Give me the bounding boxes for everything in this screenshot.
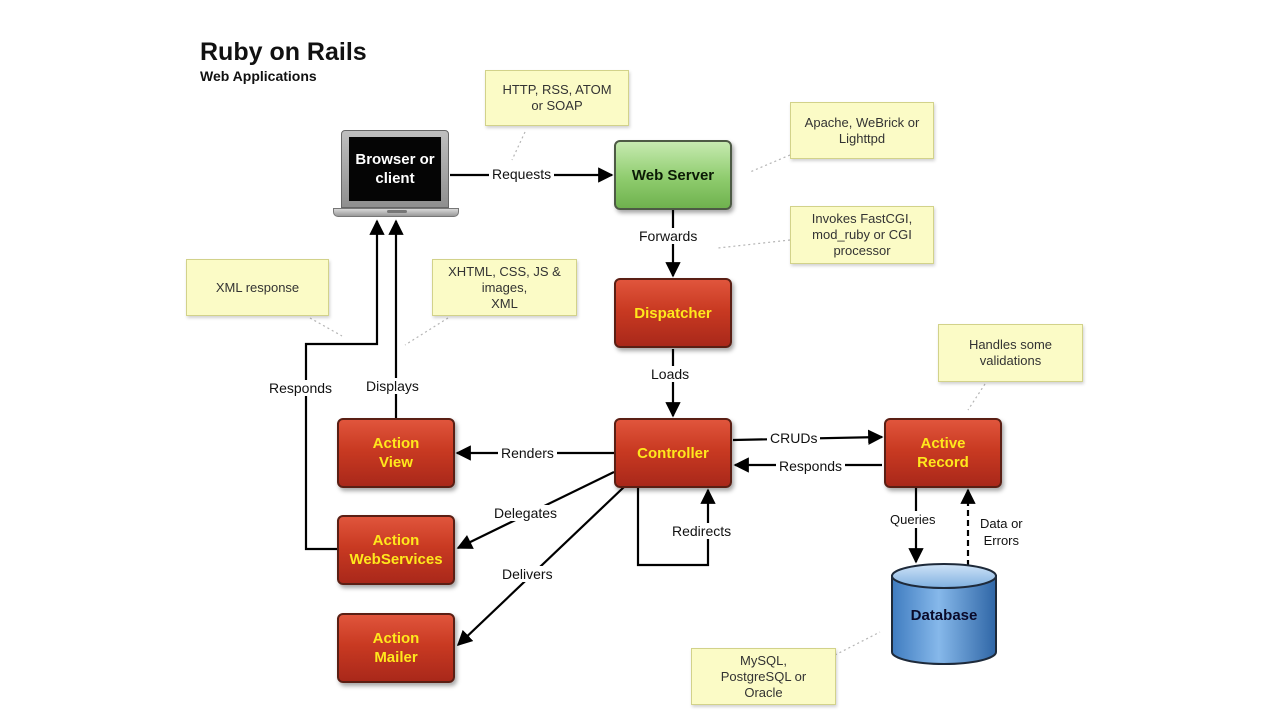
browser-laptop-icon: Browser or client — [333, 130, 459, 220]
diagram-subtitle: Web Applications — [200, 68, 317, 84]
edge-label-responds-ar: Responds — [776, 458, 846, 474]
active-record-node: Active Record — [884, 418, 1002, 488]
action-webservices-node: Action WebServices — [337, 515, 455, 585]
leader-servers — [749, 154, 791, 173]
edge-label-renders: Renders — [498, 445, 557, 461]
edge-label-delegates: Delegates — [491, 505, 561, 521]
edge-responds-browser — [304, 219, 385, 551]
note-validations: Handles some validations — [938, 324, 1083, 382]
edge-label-requests: Requests — [489, 166, 555, 182]
database-node-label: Database — [910, 607, 978, 624]
edge-label-redirects: Redirects — [669, 523, 735, 539]
note-leaders — [309, 131, 986, 656]
web-server-node: Web Server — [614, 140, 732, 210]
edge-label-responds-browser: Responds — [266, 380, 336, 396]
leader-fastcgi — [717, 239, 791, 249]
note-protocols: HTTP, RSS, ATOM or SOAP — [485, 70, 629, 126]
dispatcher-node: Dispatcher — [614, 278, 732, 348]
leader-protocols — [511, 131, 526, 161]
leader-validations — [967, 383, 986, 411]
edge-label-queries: Queries — [887, 511, 939, 528]
leader-xml-response — [309, 317, 343, 337]
note-view-formats: XHTML, CSS, JS & images, XML — [432, 259, 577, 316]
action-view-node: Action View — [337, 418, 455, 488]
note-servers: Apache, WeBrick or Lighttpd — [790, 102, 934, 159]
edge-label-forwards: Forwards — [636, 228, 701, 244]
controller-node: Controller — [614, 418, 732, 488]
leader-databases — [834, 631, 881, 656]
edge-label-data-or-errors: Data or Errors — [977, 515, 1026, 549]
leader-view-formats — [404, 317, 449, 346]
edge-label-cruds: CRUDs — [767, 430, 821, 446]
database-cylinder — [891, 563, 997, 665]
note-fastcgi: Invokes FastCGI, mod_ruby or CGI process… — [790, 206, 934, 264]
note-xml-response: XML response — [186, 259, 329, 316]
action-mailer-node: Action Mailer — [337, 613, 455, 683]
edge-label-delivers: Delivers — [499, 566, 556, 582]
edge-label-displays: Displays — [363, 378, 422, 394]
note-databases: MySQL, PostgreSQL or Oracle — [691, 648, 836, 705]
diagram-title: Ruby on Rails — [200, 38, 367, 66]
browser-node-label: Browser or client — [349, 137, 441, 201]
edge-label-loads: Loads — [648, 366, 693, 382]
